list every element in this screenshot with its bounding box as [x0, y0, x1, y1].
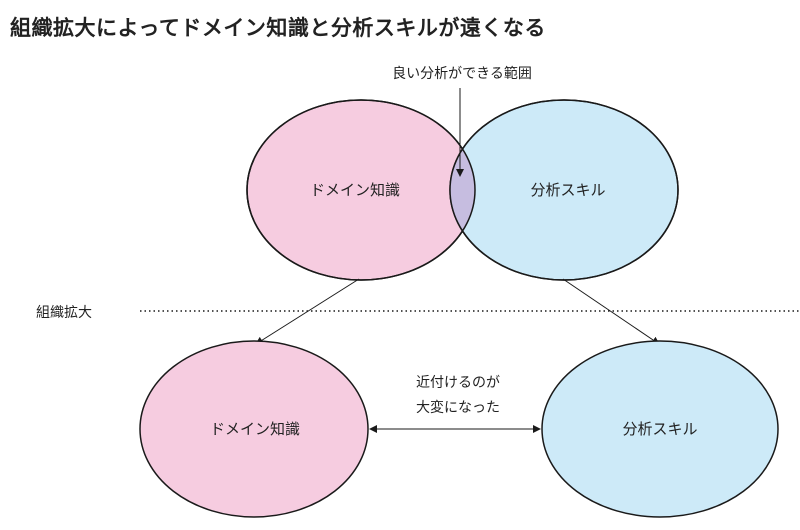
- gap-label-line-2: 大変になった: [416, 399, 500, 416]
- gap-label-line-1: 近付けるのが: [416, 375, 500, 391]
- top-domain-knowledge-label: ドメイン知識: [310, 181, 400, 199]
- skill-transition-arrow: [562, 278, 660, 345]
- top-analysis-skill-label: 分析スキル: [530, 181, 605, 199]
- bottom-analysis-skill-label: 分析スキル: [622, 420, 697, 438]
- top-domain-knowledge-outline: [246, 99, 476, 281]
- divider-label: 組織拡大: [36, 305, 92, 321]
- domain-transition-arrow: [255, 278, 360, 345]
- bottom-analysis-skill-circle: [541, 340, 779, 518]
- bottom-domain-knowledge-label: ドメイン知識: [210, 420, 300, 438]
- page-title: 組織拡大によってドメイン知識と分析スキルが遠くなる: [10, 16, 546, 40]
- bottom-domain-knowledge-circle: [139, 340, 369, 518]
- overlap-label: 良い分析ができる範囲: [392, 65, 532, 82]
